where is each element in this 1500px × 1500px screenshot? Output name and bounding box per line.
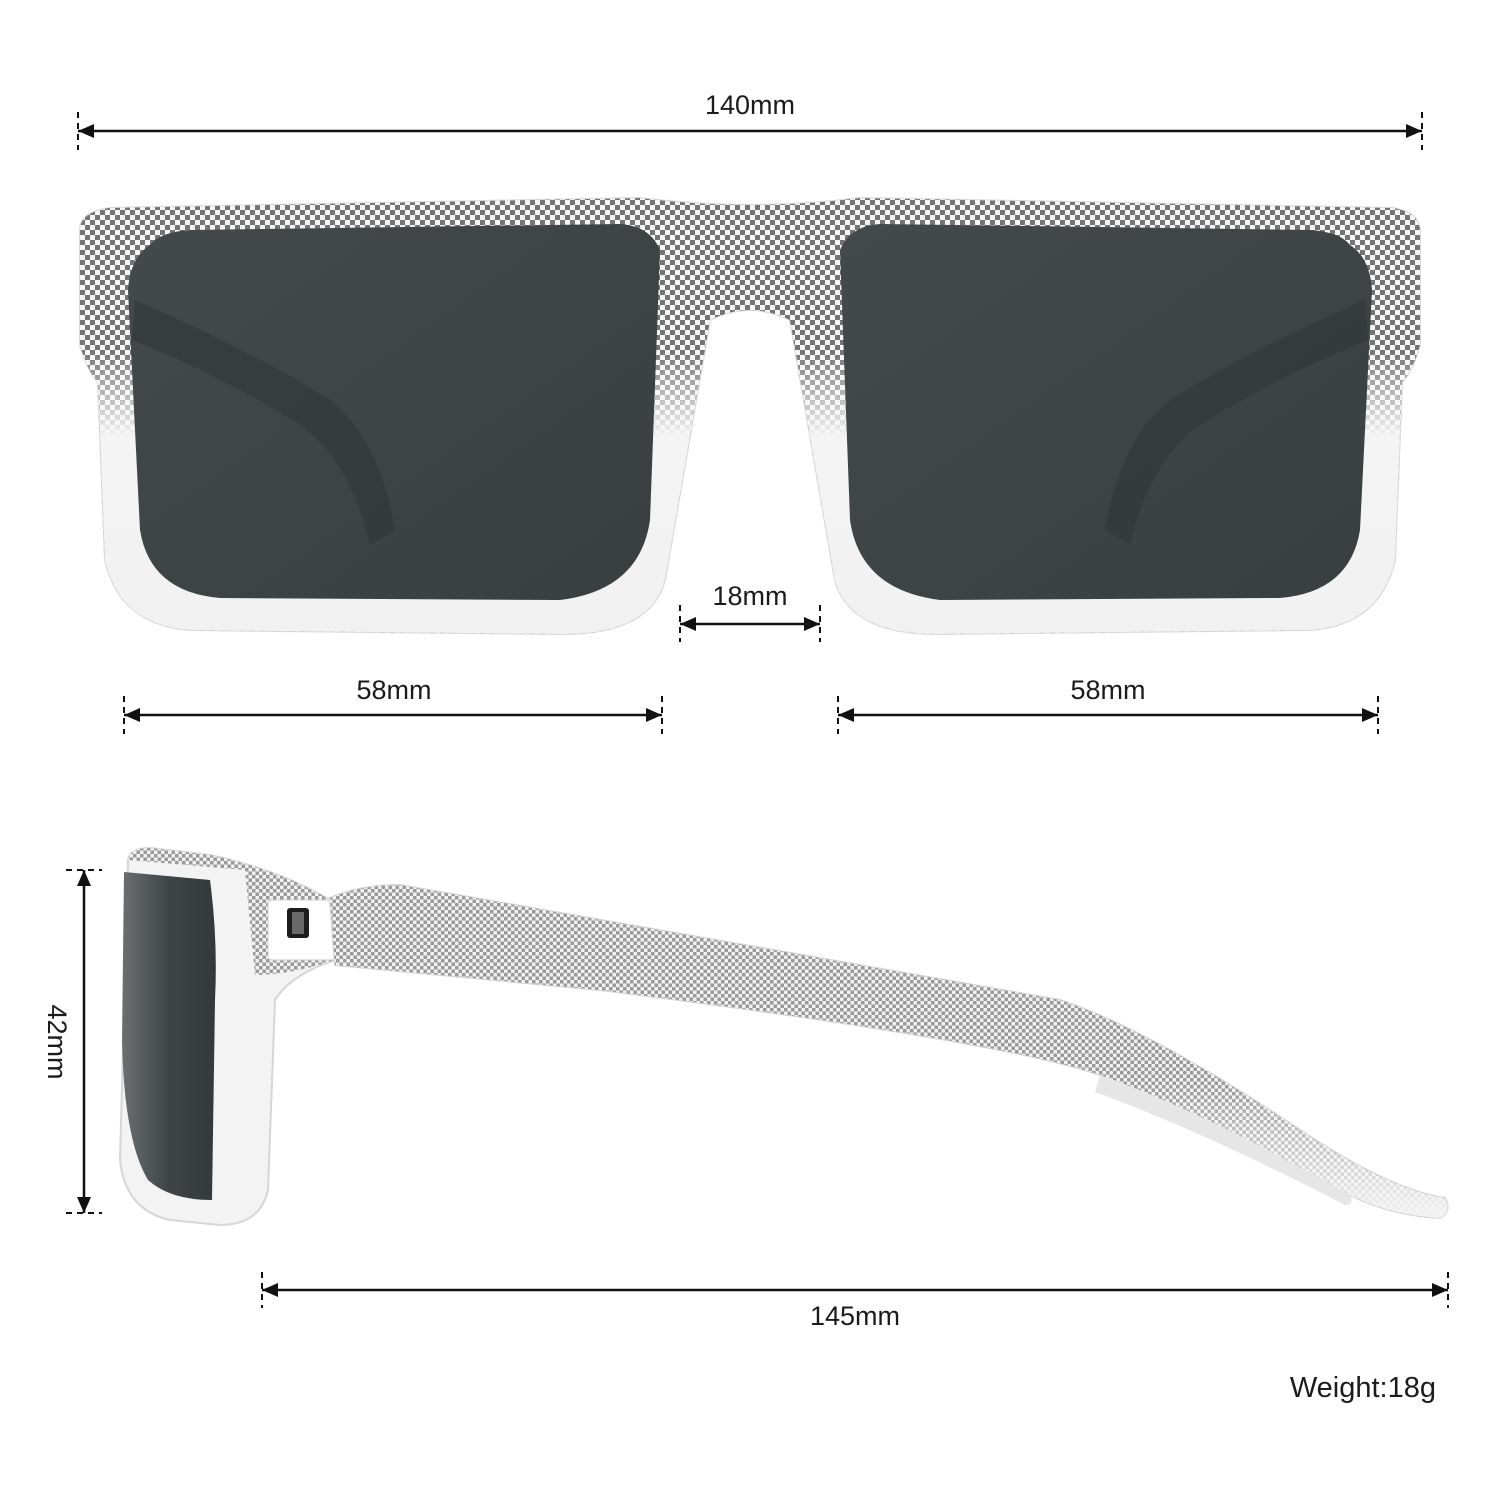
weight-label: Weight:18g <box>1289 1372 1436 1404</box>
left-lens <box>128 224 660 600</box>
dimension-left-lens: 58mm <box>123 675 663 734</box>
lens-height-label: 42mm <box>42 1004 72 1079</box>
right-temple-through-lens <box>1105 300 1368 545</box>
left-temple-through-lens <box>132 300 395 545</box>
bridge-width-label: 18mm <box>712 581 787 611</box>
front-view <box>79 196 1421 636</box>
temple-length-label: 145mm <box>810 1301 900 1331</box>
dimension-lens-height: 42mm <box>42 869 102 1214</box>
temple-tip <box>1095 1075 1352 1205</box>
side-view <box>118 846 1449 1227</box>
right-lens-width-label: 58mm <box>1070 675 1145 705</box>
right-lens <box>840 224 1372 600</box>
left-lens-width-label: 58mm <box>356 675 431 705</box>
side-lens <box>122 872 216 1200</box>
dimension-temple-length: 145mm <box>261 1272 1449 1331</box>
dimension-right-lens: 58mm <box>837 675 1379 734</box>
total-width-label: 140mm <box>705 90 795 120</box>
dimension-bridge: 18mm <box>679 581 821 642</box>
dimension-total-width: 140mm <box>77 90 1423 150</box>
